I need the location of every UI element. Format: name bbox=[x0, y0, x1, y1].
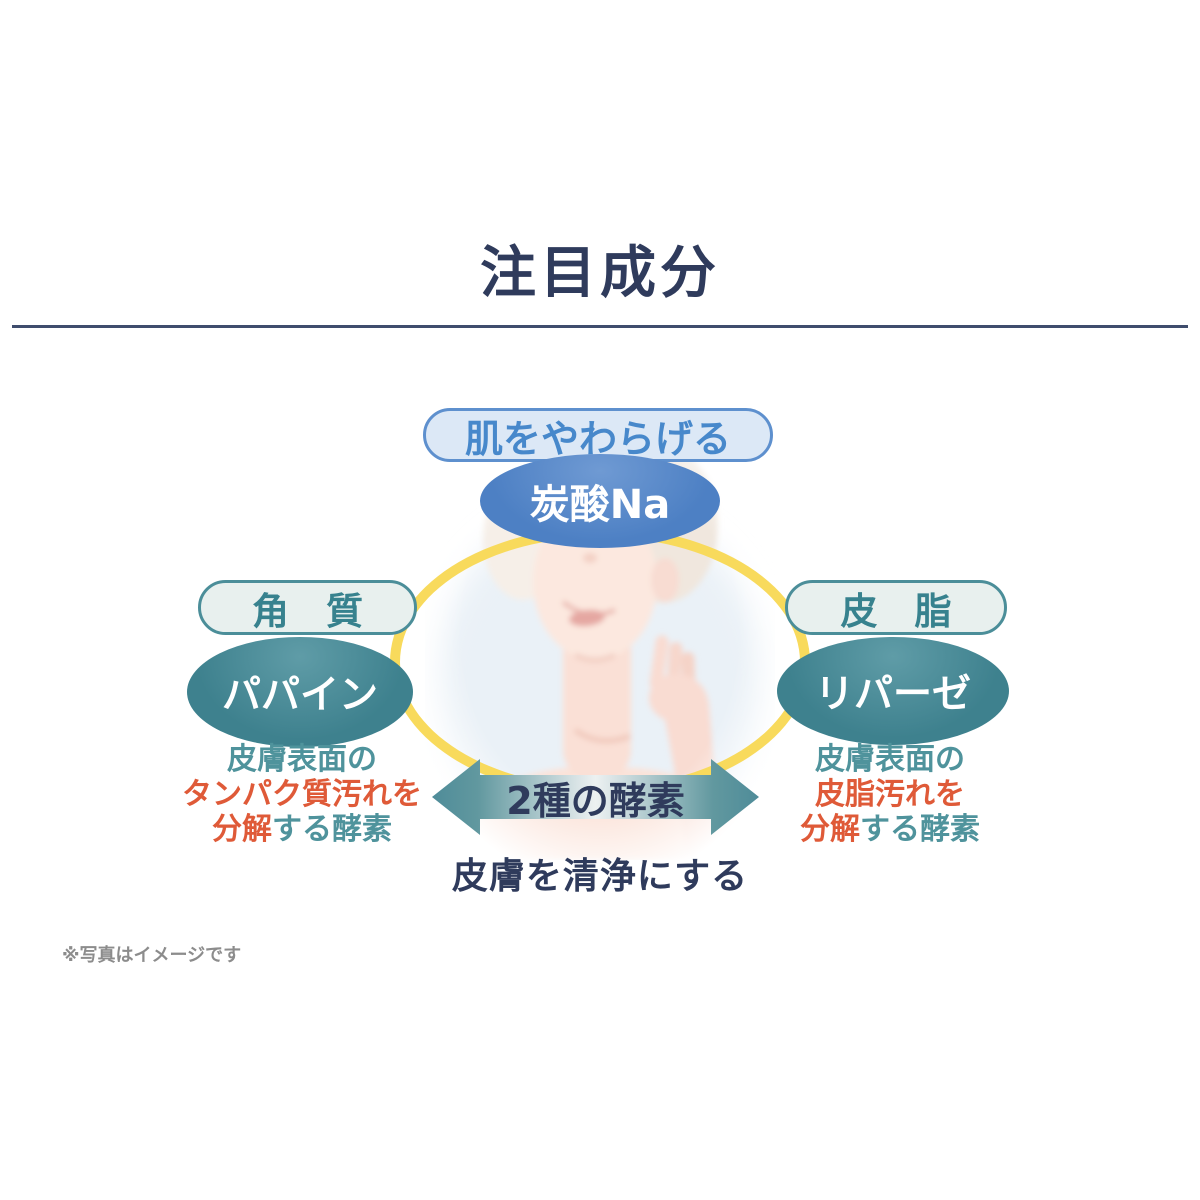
page-title: 注目成分 bbox=[480, 241, 720, 306]
double-arrow-icon bbox=[432, 755, 759, 839]
sebum-label-text: 皮 脂 bbox=[840, 589, 952, 633]
papain-desc-line2: タンパク質汚れを bbox=[182, 777, 422, 812]
cleansing-caption: 皮膚を清浄にする bbox=[451, 856, 749, 897]
papain-text: パパイン bbox=[221, 673, 378, 718]
sodium-carbonate-bubble: 炭酸Na bbox=[480, 454, 720, 548]
lipase-bubble: リパーゼ bbox=[777, 637, 1009, 745]
sodium-carbonate-text: 炭酸Na bbox=[529, 482, 671, 528]
lipase-desc-line3-highlight: 分解 bbox=[800, 812, 860, 847]
enzymes-arrow-text: 2種の酵素 bbox=[506, 778, 685, 823]
photo-disclaimer: ※写真はイメージです bbox=[62, 945, 242, 966]
lipase-desc-line2: 皮脂汚れを bbox=[815, 777, 965, 812]
papain-desc-line3: 分解する酵素 bbox=[152, 812, 452, 847]
softening-label-text: 肌をやわらげる bbox=[464, 416, 731, 461]
sebum-label: 皮 脂 bbox=[785, 580, 1007, 635]
softening-label: 肌をやわらげる bbox=[423, 408, 773, 462]
papain-description: 皮膚表面の タンパク質汚れを 分解する酵素 bbox=[152, 742, 452, 847]
keratin-label-text: 角 質 bbox=[252, 589, 363, 633]
lipase-text: リパーゼ bbox=[814, 672, 971, 717]
papain-bubble: パパイン bbox=[187, 637, 413, 747]
lipase-desc-line1: 皮膚表面の bbox=[815, 742, 965, 777]
papain-desc-line3-rest: する酵素 bbox=[272, 812, 392, 847]
lipase-desc-line3-rest: する酵素 bbox=[860, 812, 980, 847]
title-divider bbox=[12, 325, 1188, 328]
papain-desc-line3-highlight: 分解 bbox=[212, 812, 272, 847]
keratin-label: 角 質 bbox=[198, 580, 417, 635]
lipase-description: 皮膚表面の 皮脂汚れを 分解する酵素 bbox=[740, 742, 1040, 847]
papain-desc-line1: 皮膚表面の bbox=[227, 742, 377, 777]
enzymes-arrow-label: 2種の酵素 bbox=[432, 755, 759, 839]
double-arrow-shape bbox=[432, 759, 759, 835]
lipase-desc-line3: 分解する酵素 bbox=[740, 812, 1040, 847]
